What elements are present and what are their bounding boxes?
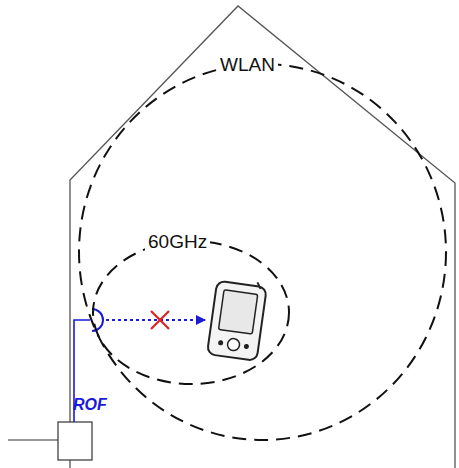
blocked-cross [151,311,169,329]
coverage-ellipse [78,63,447,441]
handheld-device [207,277,267,361]
rof-box [58,422,92,460]
rof-label: ROF [73,396,107,414]
coverage-label: 60GHz [145,232,210,253]
coverage-ellipse [92,240,290,385]
mmwave-coverage: 60GHz [92,240,290,385]
coverage-label: WLAN [217,55,278,76]
house-outline [70,6,455,468]
blocked-link [106,319,205,321]
feeder-line [8,439,58,440]
wlan-coverage: WLAN60GHz [78,63,447,441]
